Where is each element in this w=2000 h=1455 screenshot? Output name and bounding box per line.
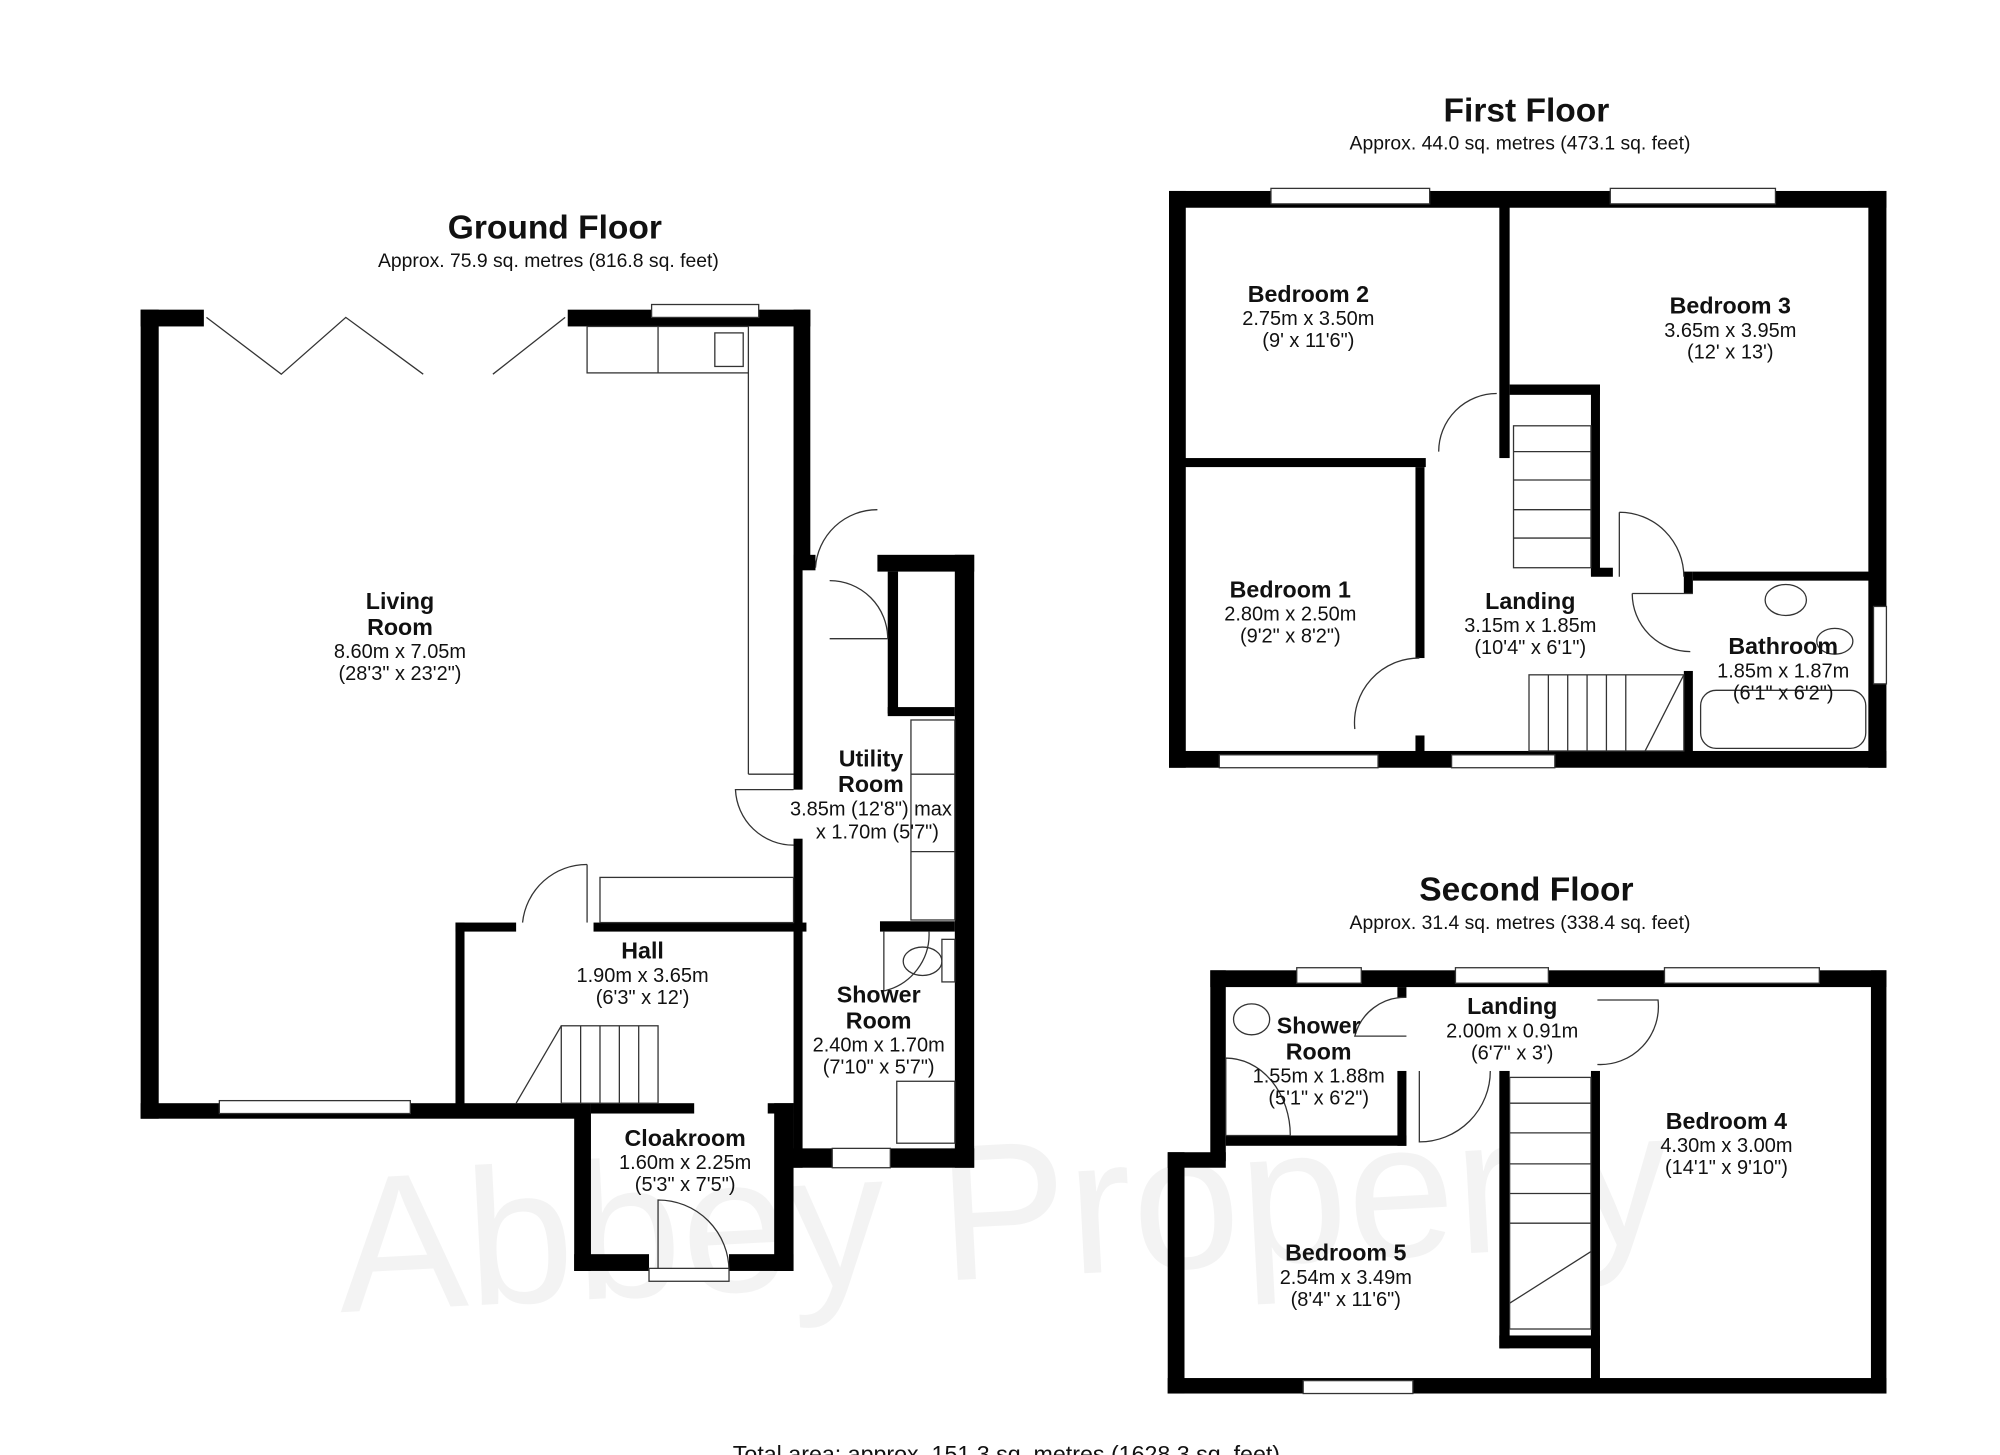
room-dims-metric: 2.40m x 1.70m bbox=[813, 1035, 945, 1057]
second-floor-area: Approx. 31.4 sq. metres (338.4 sq. feet) bbox=[1350, 912, 1691, 934]
room-dims-imperial: (28'3" x 23'2") bbox=[339, 663, 462, 685]
room-dims-imperial: (10'4" x 6'1") bbox=[1474, 637, 1586, 659]
first-floor-fixtures bbox=[1218, 187, 1888, 769]
room-name-hall: Hall bbox=[621, 938, 664, 964]
room-name-shower-room-2: Room bbox=[846, 1007, 912, 1033]
room-dims-imperial: (8'4" x 11'6") bbox=[1291, 1289, 1401, 1311]
room-dims-metric: 8.60m x 7.05m bbox=[334, 641, 466, 663]
room-name-shower-room: Shower bbox=[837, 982, 921, 1008]
room-dims-imperial: (5'3" x 7'5") bbox=[635, 1174, 736, 1196]
room-dims-metric: 1.90m x 3.65m bbox=[576, 965, 708, 987]
room-name-landing: Landing bbox=[1467, 993, 1557, 1019]
room-dims-metric: 3.15m x 1.85m bbox=[1464, 615, 1596, 637]
room-dims-metric: 2.80m x 2.50m bbox=[1224, 604, 1356, 626]
first-floor-labels: Bedroom 2 2.75m x 3.50m (9' x 11'6") Bed… bbox=[1224, 281, 1849, 704]
room-dims-imperial: (6'7" x 3') bbox=[1471, 1042, 1553, 1064]
room-dims-imperial: (9'2" x 8'2") bbox=[1240, 626, 1341, 648]
room-dims-metric: 1.60m x 2.25m bbox=[619, 1152, 751, 1174]
stairs-icon bbox=[515, 1025, 640, 1104]
first-floor-plan: First Floor Approx. 44.0 sq. metres (473… bbox=[1169, 92, 1888, 769]
room-name-shower-room-2: Room bbox=[1286, 1038, 1352, 1064]
room-dims-metric: 1.85m x 1.87m bbox=[1717, 660, 1849, 682]
ground-floor-fixtures bbox=[206, 303, 956, 1282]
stairs-icon bbox=[1547, 674, 1685, 752]
room-name-bedroom-4: Bedroom 4 bbox=[1666, 1108, 1787, 1134]
total-area: Total area: approx. 151.3 sq. metres (16… bbox=[733, 1441, 1280, 1455]
second-floor-plan: Second Floor Approx. 31.4 sq. metres (33… bbox=[1167, 872, 1887, 1395]
room-name-shower-room: Shower bbox=[1277, 1013, 1361, 1039]
room-dims-imperial: (14'1" x 9'10") bbox=[1665, 1157, 1788, 1179]
room-name-utility-room-2: Room bbox=[838, 771, 904, 797]
room-dims-imperial: (7'10" x 5'7") bbox=[823, 1057, 935, 1079]
second-floor-title: Second Floor bbox=[1419, 872, 1633, 909]
ground-floor-title: Ground Floor bbox=[448, 210, 662, 247]
ground-floor-area: Approx. 75.9 sq. metres (816.8 sq. feet) bbox=[378, 250, 719, 272]
room-dims-imperial: (9' x 11'6") bbox=[1262, 330, 1354, 352]
first-floor-area: Approx. 44.0 sq. metres (473.1 sq. feet) bbox=[1350, 133, 1691, 155]
room-name-bedroom-2: Bedroom 2 bbox=[1248, 281, 1369, 307]
second-floor-fixtures bbox=[1225, 967, 1820, 1395]
second-floor-labels: Shower Room 1.55m x 1.88m (5'1" x 6'2") … bbox=[1253, 993, 1793, 1311]
room-dims-metric: 3.85m (12'8") max bbox=[790, 798, 952, 820]
stairs-icon bbox=[1509, 1102, 1592, 1304]
room-name-bathroom: Bathroom bbox=[1728, 633, 1838, 659]
ground-floor-plan: Ground Floor Approx. 75.9 sq. metres (81… bbox=[140, 210, 975, 1282]
room-dims-imperial: x 1.70m (5'7") bbox=[816, 822, 939, 844]
room-name-bedroom-5: Bedroom 5 bbox=[1285, 1240, 1406, 1266]
room-name-bedroom-3: Bedroom 3 bbox=[1670, 293, 1791, 319]
stairs-icon bbox=[1513, 450, 1591, 539]
room-dims-imperial: (5'1" x 6'2") bbox=[1268, 1087, 1369, 1109]
room-name-bedroom-1: Bedroom 1 bbox=[1230, 576, 1351, 602]
room-dims-metric: 2.54m x 3.49m bbox=[1280, 1267, 1412, 1289]
room-dims-metric: 1.55m x 1.88m bbox=[1253, 1066, 1385, 1088]
room-name-cloakroom: Cloakroom bbox=[625, 1125, 746, 1151]
room-dims-metric: 2.75m x 3.50m bbox=[1242, 308, 1374, 330]
room-dims-imperial: (12' x 13') bbox=[1687, 342, 1774, 364]
room-dims-metric: 4.30m x 3.00m bbox=[1660, 1135, 1792, 1157]
room-name-utility-room: Utility bbox=[839, 745, 904, 771]
ground-floor-labels: Living Room 8.60m x 7.05m (28'3" x 23'2"… bbox=[334, 588, 952, 1196]
first-floor-title: First Floor bbox=[1444, 92, 1610, 129]
room-dims-metric: 2.00m x 0.91m bbox=[1446, 1020, 1578, 1042]
room-name-living-room-2: Room bbox=[367, 614, 433, 640]
room-name-living-room: Living bbox=[366, 588, 434, 614]
room-dims-imperial: (6'3" x 12') bbox=[596, 987, 690, 1009]
room-dims-imperial: (6'1" x 6'2") bbox=[1733, 682, 1834, 704]
room-dims-metric: 3.65m x 3.95m bbox=[1664, 320, 1796, 342]
room-name-landing: Landing bbox=[1485, 588, 1575, 614]
